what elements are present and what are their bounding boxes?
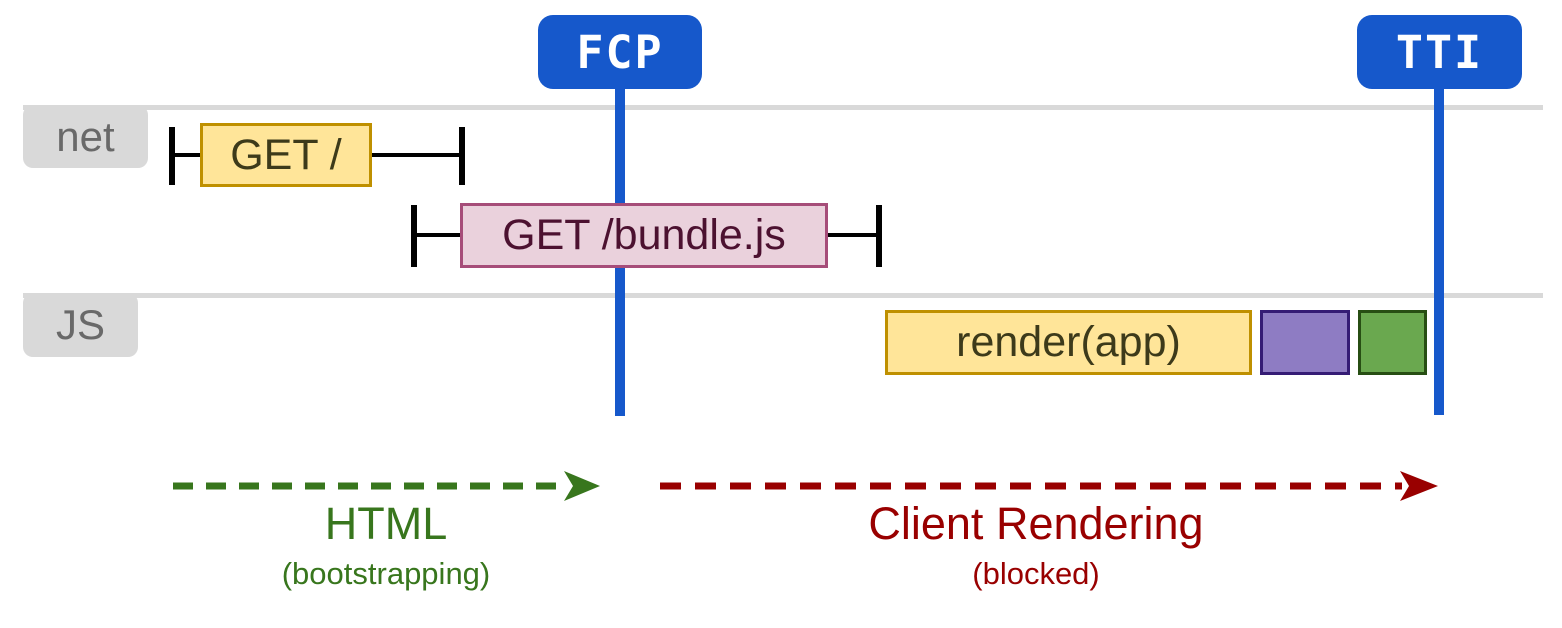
get-root-right-whisker <box>372 153 459 157</box>
tti-marker-line <box>1434 87 1444 415</box>
get-root-request-box: GET / <box>200 123 372 187</box>
fcp-badge-label: FCP <box>576 25 664 79</box>
client-rendering-phase-title: Client Rendering <box>868 498 1204 549</box>
get-bundle-end-tick <box>876 205 882 267</box>
get-root-left-whisker <box>175 153 200 157</box>
get-bundle-request-box: GET /bundle.js <box>460 203 828 268</box>
get-bundle-left-whisker <box>417 233 460 237</box>
get-root-request-label: GET / <box>230 130 342 179</box>
html-phase-subtitle: (bootstrapping) <box>281 556 491 591</box>
html-phase-arrow <box>173 471 600 501</box>
get-root-end-tick <box>459 127 465 185</box>
js-lane-label: JS <box>23 293 138 357</box>
js-lane-label-text: JS <box>55 301 105 348</box>
render-app-task-box: render(app) <box>885 310 1252 375</box>
js-lane-line <box>23 293 1543 298</box>
js-task-purple-box <box>1260 310 1350 375</box>
tti-badge: TTI <box>1357 15 1522 89</box>
get-bundle-request-label: GET /bundle.js <box>502 211 786 259</box>
get-root-start-tick <box>169 127 175 185</box>
client-rendering-phase-arrow <box>660 471 1438 501</box>
tti-badge-label: TTI <box>1395 25 1484 79</box>
get-bundle-right-whisker <box>828 233 876 237</box>
net-lane-line <box>23 105 1543 110</box>
net-lane-label: net <box>23 105 148 168</box>
get-bundle-start-tick <box>411 205 417 267</box>
js-task-green-box <box>1358 310 1427 375</box>
fcp-badge: FCP <box>538 15 702 89</box>
net-lane-label-text: net <box>56 112 115 160</box>
render-app-task-label: render(app) <box>956 318 1181 366</box>
client-rendering-phase-subtitle: (blocked) <box>972 556 1100 591</box>
html-phase-title: HTML <box>324 498 448 549</box>
